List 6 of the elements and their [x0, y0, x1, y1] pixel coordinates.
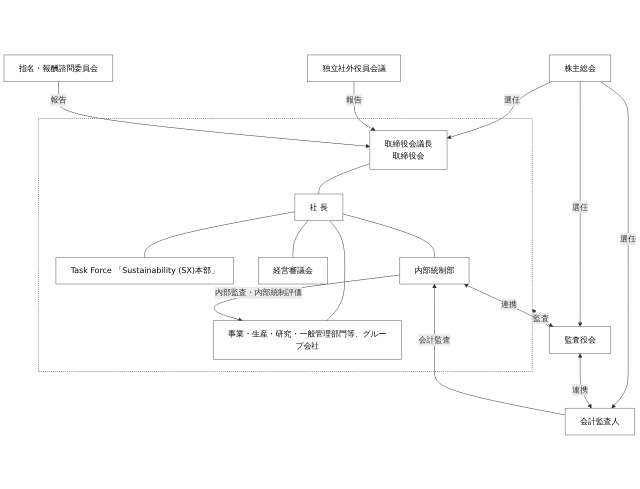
connector	[318, 162, 370, 194]
connector	[342, 213, 435, 258]
connector	[292, 220, 308, 258]
connector	[144, 211, 296, 258]
connector	[326, 220, 346, 320]
cluster	[38, 118, 532, 372]
